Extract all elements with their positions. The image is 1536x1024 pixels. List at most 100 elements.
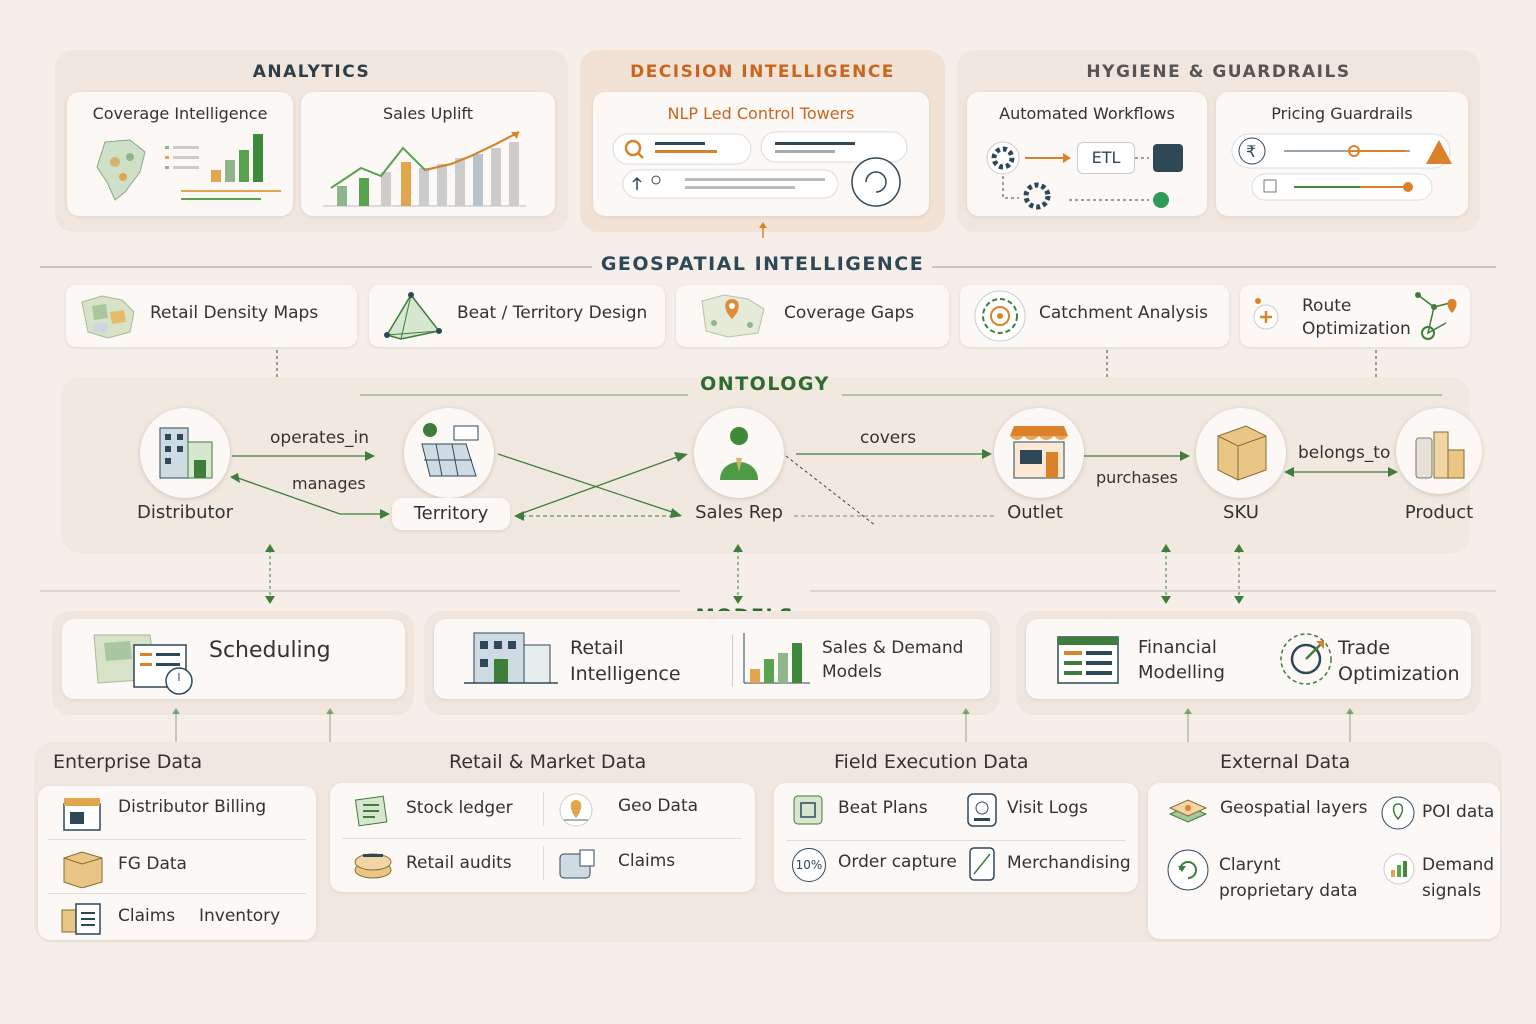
edge-belongs-to-label: belongs_to bbox=[1298, 443, 1391, 463]
ontology-title: ONTOLOGY bbox=[700, 373, 830, 395]
route-icon bbox=[1415, 292, 1457, 340]
spreadsheet-icon bbox=[1057, 636, 1119, 684]
financial-modelling-card[interactable]: Financial Modelling Trade Optimization bbox=[1026, 619, 1471, 699]
ontology-model-connectors bbox=[265, 544, 1244, 604]
etl-label: ETL bbox=[1091, 148, 1121, 167]
retail-intelligence-label: Retail Intelligence bbox=[570, 637, 681, 685]
catchment-analysis-label: Catchment Analysis bbox=[1039, 303, 1208, 323]
retail-hdivider bbox=[342, 838, 742, 839]
fg-data-item[interactable]: FG Data bbox=[118, 854, 187, 874]
pricing-guardrails-title: Pricing Guardrails bbox=[1271, 104, 1413, 123]
pricing-guardrails-card[interactable]: Pricing Guardrails ₹ bbox=[1216, 92, 1468, 216]
analytics-group: ANALYTICS Coverage Intelligence Sales Up… bbox=[55, 50, 568, 232]
external-data-title: External Data bbox=[1220, 751, 1351, 773]
demand-chart-icon bbox=[743, 633, 810, 684]
sales-uplift-chart-icon bbox=[323, 131, 526, 207]
beat-plans-item[interactable]: Beat Plans bbox=[838, 798, 928, 818]
nlp-control-towers-card[interactable]: NLP Led Control Towers bbox=[593, 92, 929, 216]
order-capture-badge-text: 10% bbox=[795, 858, 823, 872]
geo-data-icon bbox=[559, 793, 593, 827]
node-distributor[interactable] bbox=[140, 408, 230, 498]
visit-logs-icon bbox=[967, 793, 997, 827]
route-optimization[interactable]: Route Optimization bbox=[1240, 285, 1470, 347]
node-territory[interactable] bbox=[404, 408, 494, 498]
coverage-gaps[interactable]: Coverage Gaps bbox=[676, 285, 949, 347]
scheduling-card[interactable]: Scheduling bbox=[62, 619, 405, 699]
billing-icon bbox=[63, 798, 101, 831]
geo-divider bbox=[40, 266, 1496, 268]
node-outlet[interactable] bbox=[994, 408, 1084, 498]
retail-density-maps[interactable]: Retail Density Maps bbox=[66, 285, 357, 347]
store-icon bbox=[1010, 426, 1068, 479]
coverage-intelligence-card[interactable]: Coverage Intelligence bbox=[67, 92, 293, 216]
node-sales-rep[interactable] bbox=[694, 408, 784, 498]
catchment-analysis[interactable]: Catchment Analysis bbox=[960, 285, 1229, 347]
field-execution-data-title: Field Execution Data bbox=[834, 751, 1029, 773]
models-divider bbox=[40, 590, 1496, 592]
merchandising-icon bbox=[969, 847, 995, 881]
territory-design-icon bbox=[384, 292, 442, 340]
hygiene-guardrails-group: HYGIENE & GUARDRAILS Automated Workflows… bbox=[957, 50, 1480, 232]
node-product[interactable] bbox=[1396, 408, 1482, 494]
etl-box: ETL bbox=[1077, 142, 1135, 174]
stock-ledger-item[interactable]: Stock ledger bbox=[406, 798, 513, 818]
product-icon bbox=[1415, 431, 1465, 479]
india-map-chart-icon bbox=[96, 134, 281, 201]
node-territory-label: Territory bbox=[413, 503, 489, 524]
retail-market-data-card bbox=[330, 783, 755, 892]
trade-optimization-label: Trade Optimization bbox=[1338, 637, 1460, 685]
automated-workflows-card[interactable]: Automated Workflows ETL bbox=[967, 92, 1207, 216]
edge-purchases-label: purchases bbox=[1096, 468, 1178, 487]
enterprise-divider-1 bbox=[48, 839, 306, 840]
retail-market-data-title: Retail & Market Data bbox=[449, 751, 647, 773]
retail-claims-item[interactable]: Claims bbox=[618, 851, 676, 871]
workflow-gear-icon bbox=[986, 141, 1183, 210]
retail-intelligence-card[interactable]: Retail Intelligence Sales & Demand Model… bbox=[434, 619, 990, 699]
retail-vdivider-2 bbox=[543, 846, 544, 880]
beat-territory-design[interactable]: Beat / Territory Design bbox=[369, 285, 665, 347]
coverage-intelligence-title: Coverage Intelligence bbox=[92, 104, 268, 123]
building-icon bbox=[159, 427, 213, 479]
order-capture-item[interactable]: Order capture bbox=[838, 852, 957, 872]
retail-audits-item[interactable]: Retail audits bbox=[406, 853, 512, 873]
beat-plans-icon bbox=[793, 795, 823, 825]
fg-box-icon bbox=[63, 851, 103, 888]
node-product-label: Product bbox=[1404, 502, 1474, 523]
sales-uplift-card[interactable]: Sales Uplift bbox=[301, 92, 555, 216]
scheduling-map-icon bbox=[93, 634, 193, 695]
trade-target-icon bbox=[1280, 633, 1332, 685]
automated-workflows-title: Automated Workflows bbox=[999, 104, 1175, 123]
geo-data-item[interactable]: Geo Data bbox=[618, 796, 699, 816]
geospatial-layers-icon bbox=[1168, 799, 1208, 823]
retail-audits-icon bbox=[354, 853, 392, 879]
distributor-billing-item[interactable]: Distributor Billing bbox=[118, 797, 267, 817]
demand-signals-item[interactable]: Demand signals bbox=[1422, 855, 1495, 901]
edge-covers-label: covers bbox=[860, 428, 917, 448]
node-outlet-label: Outlet bbox=[1007, 502, 1063, 523]
visit-logs-item[interactable]: Visit Logs bbox=[1007, 798, 1088, 818]
merchandising-item[interactable]: Merchandising bbox=[1007, 853, 1131, 873]
stock-ledger-icon bbox=[354, 795, 388, 827]
edge-manages-label: manages bbox=[292, 474, 366, 493]
decision-intelligence-group: DECISION INTELLIGENCE NLP Led Control To… bbox=[580, 50, 945, 232]
inventory-item[interactable]: Inventory bbox=[199, 906, 281, 926]
claims-item[interactable]: Claims bbox=[118, 906, 176, 926]
field-hdivider bbox=[786, 840, 1126, 841]
ontology-divider bbox=[360, 394, 1442, 396]
data-model-connectors bbox=[172, 708, 1354, 742]
coverage-gaps-label: Coverage Gaps bbox=[784, 303, 915, 323]
territory-map-icon bbox=[421, 423, 479, 477]
demand-signals-icon bbox=[1383, 853, 1415, 885]
svg-text:₹: ₹ bbox=[1246, 142, 1256, 161]
poi-data-item[interactable]: POI data bbox=[1422, 802, 1495, 822]
node-sales-rep-label: Sales Rep bbox=[695, 502, 783, 523]
enterprise-divider-2 bbox=[48, 893, 306, 894]
field-execution-data-card bbox=[774, 783, 1138, 892]
geospatial-layers-item[interactable]: Geospatial layers bbox=[1220, 798, 1368, 818]
clarynt-proprietary-data-item[interactable]: Clarynt proprietary data bbox=[1219, 855, 1358, 901]
financial-modelling-label: Financial Modelling bbox=[1138, 637, 1225, 683]
beat-territory-design-label: Beat / Territory Design bbox=[457, 303, 648, 323]
density-map-icon bbox=[81, 295, 135, 339]
person-icon bbox=[720, 427, 758, 480]
node-sku[interactable] bbox=[1196, 408, 1286, 498]
